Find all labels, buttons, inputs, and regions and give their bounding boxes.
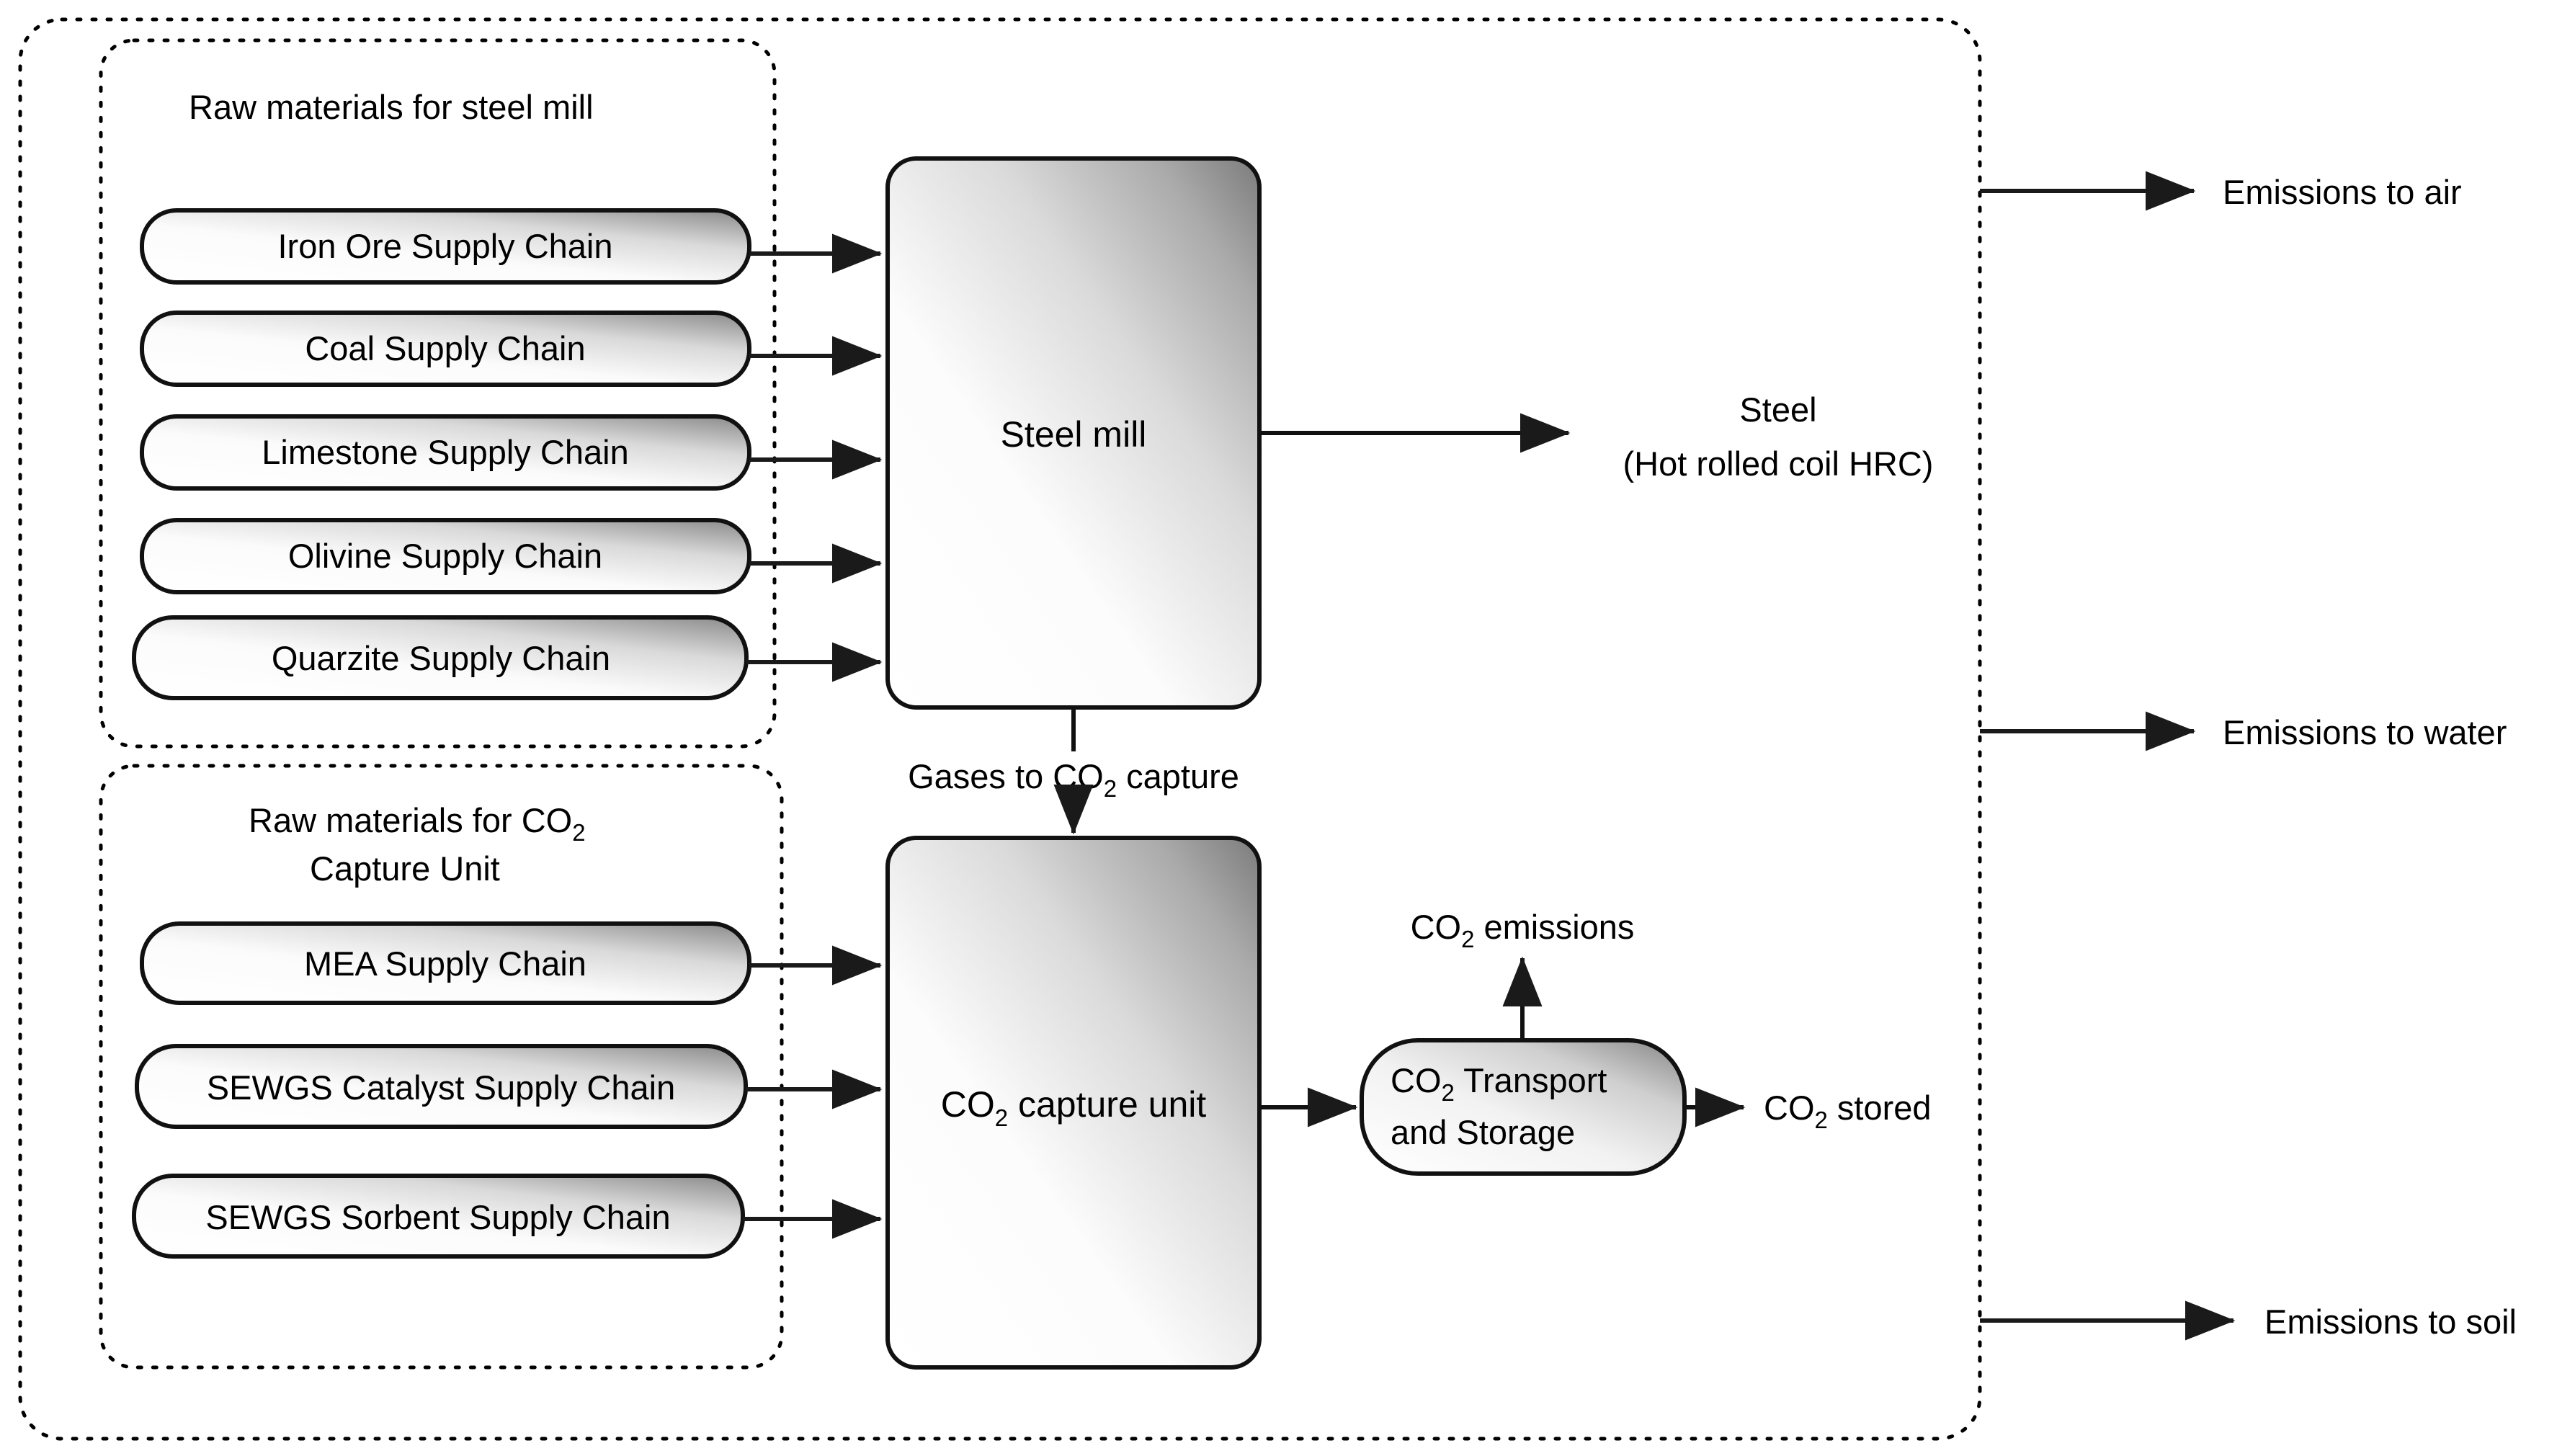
flow-label-gases-to-co2-capture: Gases to CO2 capture [908,757,1239,802]
supply-chain-label: Limestone Supply Chain [262,433,628,471]
group-boundary-raw-materials-steel-mill [99,38,777,749]
process-label-line1: CO2 Transport [1391,1061,1607,1106]
flow-label-co2-emissions: CO2 emissions [1411,908,1635,952]
supply-chain-label: SEWGS Catalyst Supply Chain [207,1068,675,1107]
group-title-steel-mill: Raw materials for steel mill [189,88,594,126]
group-title-co2-capture-line2: Capture Unit [310,849,500,888]
process-co2-capture-unit[interactable]: CO2 capture unit [885,836,1262,1370]
supply-chain-sewgs-catalyst[interactable]: SEWGS Catalyst Supply Chain [135,1044,748,1129]
supply-chain-label: SEWGS Sorbent Supply Chain [205,1198,670,1236]
supply-chain-label: Coal Supply Chain [305,329,585,367]
supply-chain-coal[interactable]: Coal Supply Chain [140,311,751,387]
supply-chain-olivine[interactable]: Olivine Supply Chain [140,518,751,594]
supply-chain-iron-ore[interactable]: Iron Ore Supply Chain [140,208,751,285]
process-label-line2: and Storage [1391,1113,1575,1151]
group-boundary-raw-materials-co2-capture [99,764,784,1370]
process-steel-mill[interactable]: Steel mill [885,156,1262,710]
flow-label-emissions-to-soil: Emissions to soil [2264,1303,2517,1341]
supply-chain-mea[interactable]: MEA Supply Chain [140,921,751,1005]
process-label: CO2 capture unit [941,1084,1207,1131]
supply-chain-sewgs-sorbent[interactable]: SEWGS Sorbent Supply Chain [132,1174,745,1259]
system-boundary [18,17,1982,1441]
group-title-co2-capture-line1: Raw materials for CO2 [249,801,586,846]
supply-chain-quarzite[interactable]: Quarzite Supply Chain [132,615,749,700]
process-co2-transport-and-storage[interactable]: CO2 Transport and Storage [1360,1038,1687,1176]
supply-chain-label: MEA Supply Chain [304,944,586,983]
flow-label-emissions-to-water: Emissions to water [2223,713,2507,751]
flow-label-steel-line1: Steel [1739,390,1816,429]
flow-label-co2-stored: CO2 stored [1764,1089,1932,1133]
flow-label-steel-line2: (Hot rolled coil HRC) [1623,445,1934,483]
supply-chain-label: Quarzite Supply Chain [272,639,610,677]
supply-chain-label: Olivine Supply Chain [288,537,602,575]
supply-chain-limestone[interactable]: Limestone Supply Chain [140,414,751,491]
supply-chain-label: Iron Ore Supply Chain [277,227,612,265]
process-label: Steel mill [1001,414,1147,455]
flow-label-emissions-to-air: Emissions to air [2223,173,2462,211]
